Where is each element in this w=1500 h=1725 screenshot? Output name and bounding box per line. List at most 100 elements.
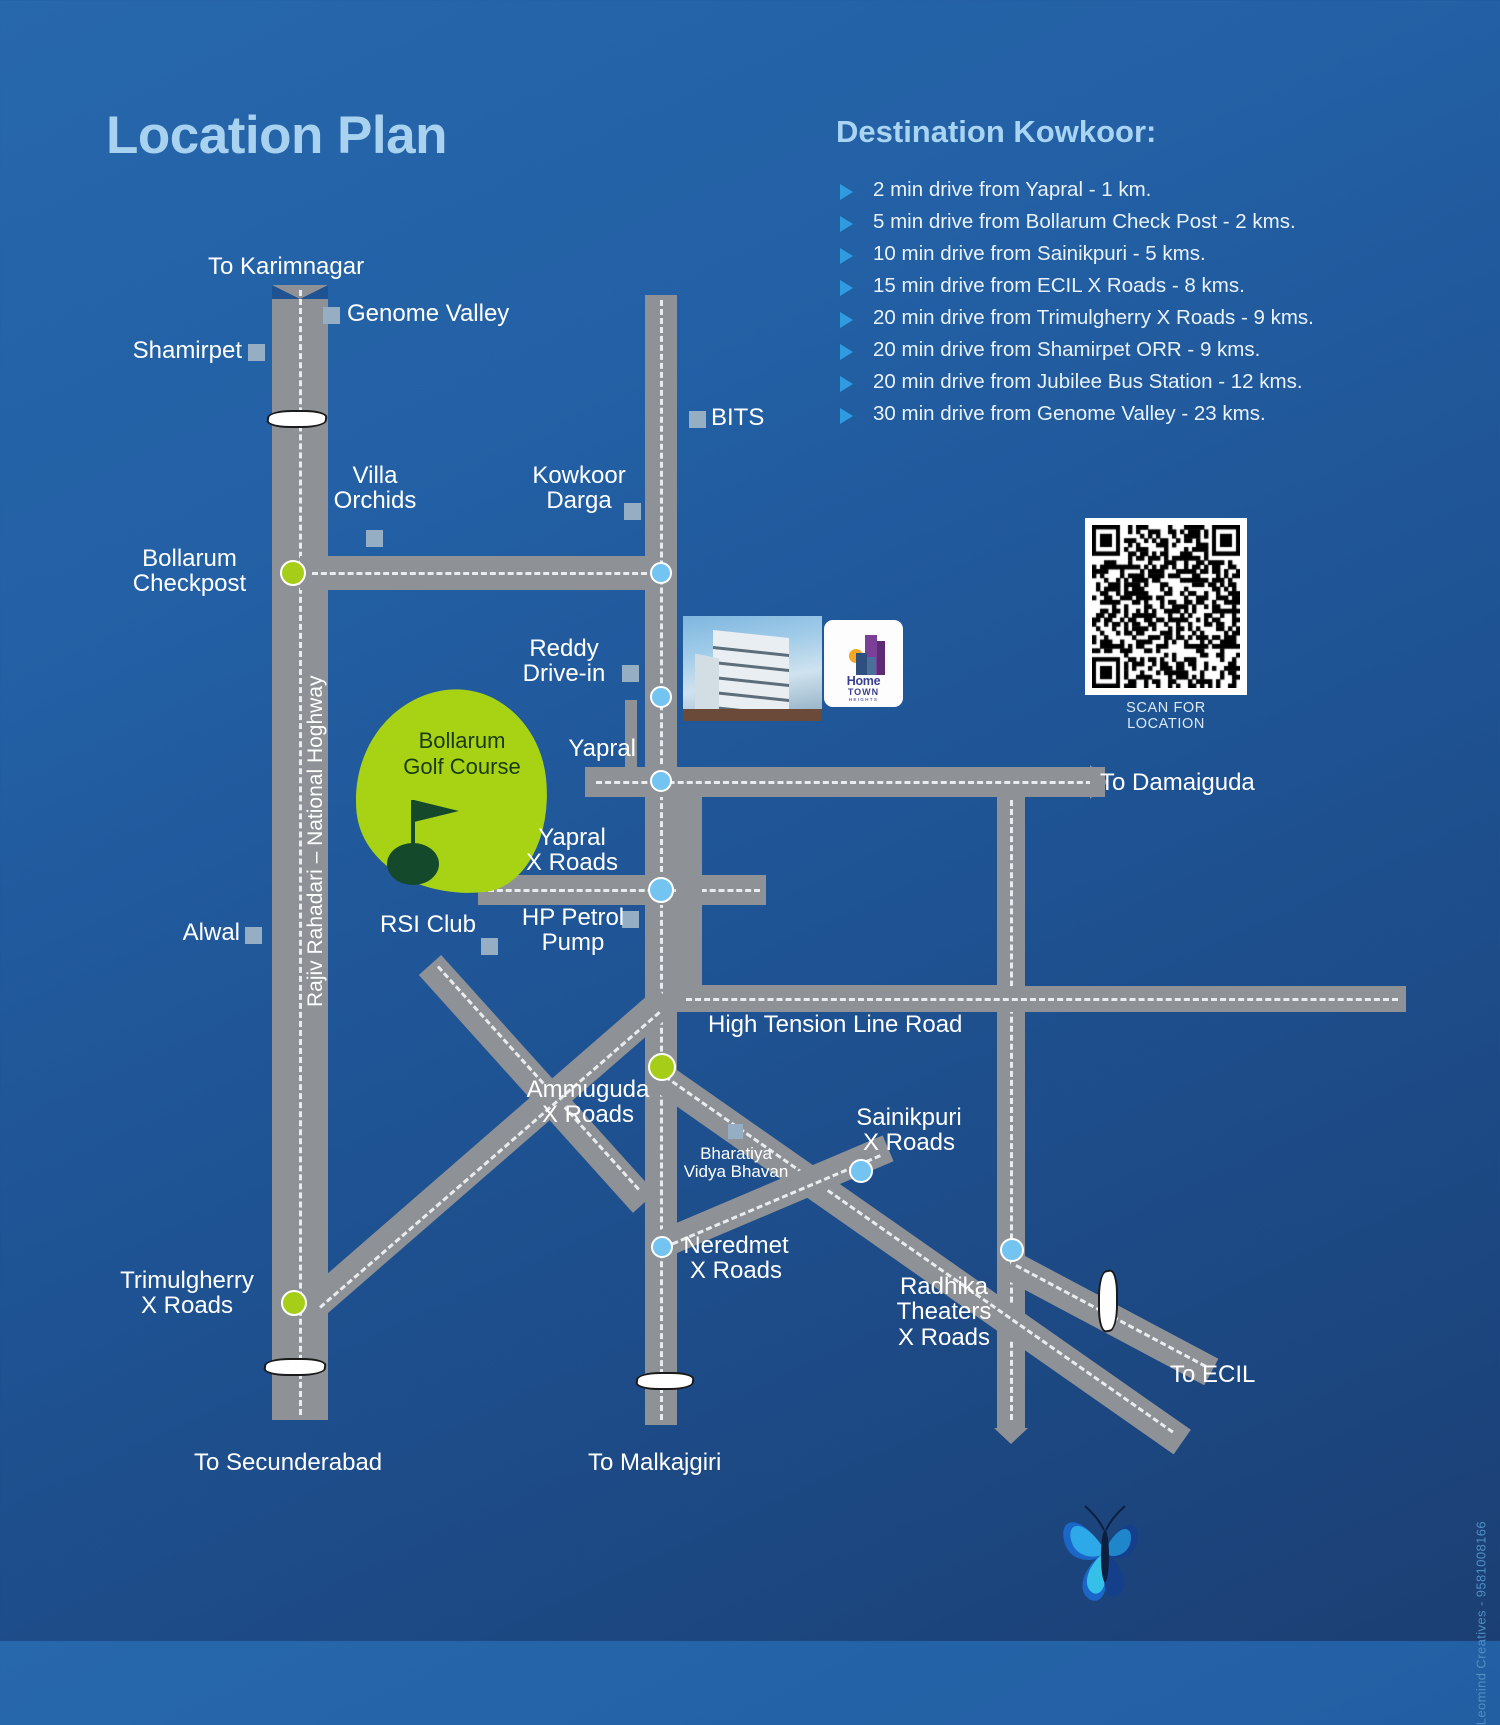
destination-text: 20 min drive from Shamirpet ORR - 9 kms.	[873, 338, 1261, 362]
label-to-secunderabad: To Secunderabad	[194, 1449, 383, 1476]
marker-bits	[689, 411, 706, 428]
qr-code[interactable]	[1085, 518, 1247, 695]
label-bollarum-checkpost-line2: Checkpost	[132, 570, 247, 598]
destination-text: 2 min drive from Yapral - 1 km.	[873, 178, 1152, 201]
label-neredmet-x-roads: Neredmet X Roads	[662, 1233, 810, 1284]
triangle-bullet-icon	[840, 312, 853, 329]
node-yapral-x-roads[interactable]	[648, 877, 674, 903]
label-national-highway: Rajiv Rahadari – National Hoghway	[304, 675, 327, 1007]
butterfly-decoration	[1063, 1505, 1139, 1601]
triangle-bullet-icon	[840, 280, 853, 297]
marker-shamirpet	[248, 344, 265, 361]
road-arrow-bottom-right	[994, 1428, 1028, 1444]
road-break-mark	[634, 1372, 696, 1390]
label-yapral-x-line2: X Roads	[525, 849, 619, 877]
marker-villa-orchids	[366, 530, 383, 547]
label-to-ecil: To ECIL	[1170, 1361, 1256, 1388]
project-logo[interactable]: Home TOWN HEIGHTS	[824, 620, 903, 707]
road-centerline-kowkoor	[660, 300, 663, 1420]
road-centerline-bollarum	[312, 572, 647, 575]
destination-item: 2 min drive from Yapral - 1 km.	[836, 178, 1396, 202]
qr-code-canvas	[1092, 525, 1240, 688]
triangle-bullet-icon	[840, 344, 853, 361]
node-neredmet-x-roads[interactable]	[651, 1236, 673, 1258]
label-bollarum-checkpost: Bollarum Checkpost	[112, 546, 267, 597]
golf-flag-icon	[414, 800, 459, 822]
label-villa-orchids-line2: Orchids	[333, 487, 417, 515]
node-kowkoor-top[interactable]	[650, 562, 672, 584]
label-sainikpuri-line2: X Roads	[862, 1129, 956, 1157]
road-centerline-hightension	[686, 998, 1398, 1001]
label-reddy-drivein-line2: Drive-in	[522, 660, 606, 688]
destination-text: 20 min drive from Trimulgherry X Roads -…	[873, 306, 1314, 330]
label-bvb-line1: Bharatiya	[700, 1144, 772, 1163]
node-radhika-x-roads[interactable]	[1000, 1238, 1024, 1262]
label-radhika-line1: Radhika	[899, 1273, 989, 1300]
golf-label-line1: Bollarum	[418, 728, 506, 753]
road-break-mark	[1098, 1268, 1118, 1334]
node-ammuguda-x-roads[interactable]	[648, 1053, 676, 1081]
destination-item: 20 min drive from Jubilee Bus Station - …	[836, 370, 1396, 394]
label-neredmet-line1: Neredmet	[683, 1232, 789, 1259]
destinations-heading: Destination Kowkoor:	[836, 114, 1157, 149]
label-ammuguda-x-roads: Ammuguda X Roads	[513, 1077, 663, 1128]
golf-green-icon	[387, 843, 439, 885]
triangle-bullet-icon	[840, 248, 853, 265]
label-radhika-line2: Theaters	[896, 1298, 992, 1326]
road-centerline-nh	[299, 290, 302, 1415]
destination-item: 20 min drive from Shamirpet ORR - 9 kms.	[836, 338, 1396, 362]
label-to-damaiguda: To Damaiguda	[1100, 769, 1255, 796]
destinations-list: 2 min drive from Yapral - 1 km. 5 min dr…	[836, 178, 1396, 435]
road-inner-loop-vertical	[676, 790, 702, 1005]
marker-reddy-drivein	[622, 665, 639, 682]
label-to-malkajgiri: To Malkajgiri	[588, 1449, 722, 1476]
label-kowkoor-darga-line1: Kowkoor	[532, 462, 626, 489]
label-hp-petrol-line2: Pump	[541, 929, 605, 957]
label-kowkoor-darga-line2: Darga	[546, 487, 612, 515]
label-high-tension-line-road: High Tension Line Road	[708, 1011, 963, 1038]
road-arrow-damaiguda	[1090, 765, 1108, 799]
node-trimulgherry-x-roads[interactable]	[281, 1290, 307, 1316]
label-trimulgherry-line1: Trimulgherry	[120, 1267, 254, 1294]
marker-alwal	[245, 927, 262, 944]
node-sainikpuri-x-roads[interactable]	[849, 1159, 873, 1183]
building-logo-icon	[836, 633, 892, 676]
logo-text-town: TOWN	[847, 687, 880, 697]
road-centerline-rightloop	[1010, 800, 1013, 1420]
road-break-mark	[262, 1358, 328, 1376]
destination-item: 15 min drive from ECIL X Roads - 8 kms.	[836, 274, 1396, 298]
label-reddy-drivein-line1: Reddy	[529, 635, 599, 662]
node-bollarum-checkpost[interactable]	[280, 560, 306, 586]
destination-item: 5 min drive from Bollarum Check Post - 2…	[836, 210, 1396, 234]
label-neredmet-line2: X Roads	[689, 1257, 783, 1285]
golf-flagpole-icon	[411, 800, 415, 870]
logo-text-heights: HEIGHTS	[848, 697, 879, 702]
credit-text: Leomind Creatives - 9581008166	[1473, 1521, 1488, 1725]
node-yapral[interactable]	[650, 770, 672, 792]
label-radhika-theaters-x-roads: Radhika Theaters X Roads	[868, 1273, 1020, 1351]
node-reddy-drivein[interactable]	[650, 686, 672, 708]
label-bvb-line2: Vidya Bhavan	[683, 1162, 789, 1182]
label-to-karimnagar: To Karimnagar	[208, 253, 365, 280]
golf-course-label: Bollarum Golf Course	[377, 728, 547, 780]
label-villa-orchids: Villa Orchids	[311, 463, 439, 514]
marker-kowkoor-darga	[624, 503, 641, 520]
label-yapral-x-line1: Yapral	[538, 824, 606, 851]
triangle-bullet-icon	[840, 408, 853, 425]
triangle-bullet-icon	[840, 184, 853, 200]
label-shamirpet: Shamirpet	[132, 337, 242, 364]
label-ammuguda-line1: Ammuguda	[526, 1076, 650, 1103]
label-sainikpuri-line1: Sainikpuri	[856, 1104, 962, 1131]
qr-caption: SCAN FOR LOCATION	[1126, 700, 1206, 732]
road-break-mark	[265, 410, 329, 428]
road-reddy-spur	[625, 700, 637, 770]
destination-text: 20 min drive from Jubilee Bus Station - …	[873, 370, 1303, 394]
destination-item: 10 min drive from Sainikpuri - 5 kms.	[836, 242, 1396, 266]
label-ammuguda-line2: X Roads	[541, 1101, 635, 1129]
destination-text: 15 min drive from ECIL X Roads - 8 kms.	[873, 274, 1245, 298]
label-sainikpuri-x-roads: Sainikpuri X Roads	[835, 1105, 983, 1156]
label-hp-petrol-pump: HP Petrol Pump	[512, 905, 634, 956]
label-hp-petrol-line1: HP Petrol	[521, 904, 625, 931]
label-rsi-club: RSI Club	[379, 911, 476, 938]
destination-item: 20 min drive from Trimulgherry X Roads -…	[836, 306, 1396, 330]
